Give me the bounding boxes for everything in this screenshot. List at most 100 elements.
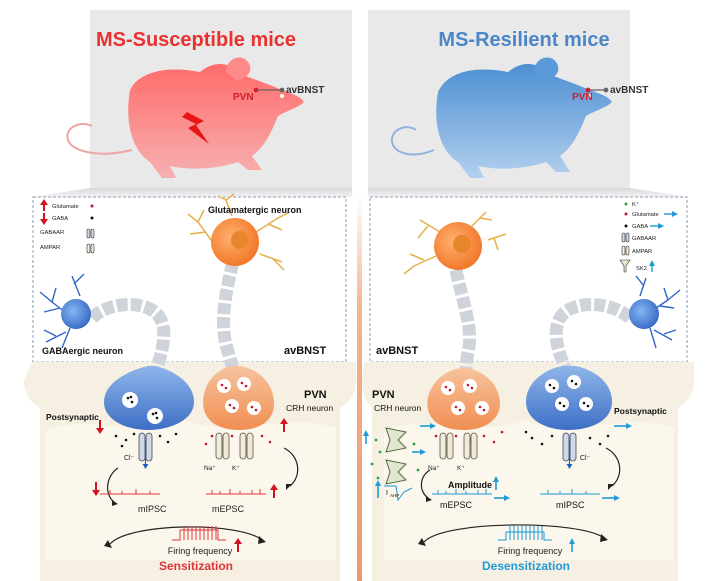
left-firing-label: Firing frequency	[168, 546, 233, 556]
right-bnst-box	[369, 196, 688, 363]
left-glu-terminal	[203, 366, 274, 430]
right-postsynaptic-membrane	[384, 420, 674, 560]
left-brain-bnst-label: avBNST	[286, 85, 324, 96]
left-gabaergic-label: GABAergic neuron	[42, 346, 123, 356]
left-legend-gaba: GABA	[52, 216, 68, 222]
left-gabaergic-neuron	[39, 273, 91, 349]
right-glu-axon-shaft	[449, 268, 477, 375]
left-outcome-label: Sensitization	[159, 559, 233, 573]
left-gaba-terminal	[104, 366, 194, 430]
right-mepsc-right-arrow	[494, 495, 510, 501]
right-glu-axon	[449, 268, 477, 375]
right-title: MS-Resilient mice	[438, 29, 609, 51]
right-trapezoid	[368, 188, 688, 197]
right-brain-bnst-label: avBNST	[610, 85, 648, 96]
left-mepsc-trace	[206, 489, 266, 495]
left-glutamatergic-neuron	[187, 193, 291, 271]
left-trapezoid	[32, 188, 352, 197]
left-postsynaptic-membrane	[46, 420, 336, 560]
panel-divider	[357, 196, 362, 581]
left-mepsc-loop-arrow	[283, 447, 299, 487]
sk2-channel-1	[385, 427, 408, 453]
left-gaba-vesicle-1	[122, 392, 138, 408]
left-legend: Glutamate GABA GABAAR AMPAR	[40, 204, 95, 254]
right-change-arrows	[420, 423, 632, 552]
left-gaba-bouton	[104, 366, 194, 430]
right-mipsc-right-arrow	[602, 495, 620, 501]
right-pvn-dot	[585, 87, 591, 93]
right-cl-label: Cl⁻	[580, 455, 591, 462]
right-gabaar-receptor	[562, 432, 577, 469]
left-glu-axon-shaft	[217, 260, 241, 375]
right-firing-up-arrow	[569, 538, 575, 552]
right-legend-gaba: GABA	[632, 224, 648, 230]
left-glutamatergic-label: Glutamatergic neuron	[208, 205, 302, 215]
right-released-gaba	[524, 430, 610, 446]
left-pvn-dot	[253, 87, 259, 93]
left-na-label: Na⁺	[204, 465, 216, 472]
right-mipsc-label: mIPSC	[556, 500, 585, 510]
left-bnst-dot	[279, 87, 285, 93]
gaba-down-arrow	[96, 420, 104, 434]
left-mipsc-label: mIPSC	[138, 504, 167, 514]
left-glu-nucleus	[231, 231, 249, 249]
lightning-bolt-icon	[182, 112, 209, 144]
left-legend-glutamate: Glutamate	[52, 204, 79, 210]
right-gaba-axon-shaft	[549, 298, 635, 373]
right-gaba-dendrites	[635, 275, 681, 349]
left-mouse-tail	[66, 122, 133, 155]
left-legend-gabaar: GABAAR	[40, 230, 64, 236]
left-k-label: K⁺	[232, 465, 240, 472]
resilient-mouse-illustration: PVN avBNST	[390, 57, 648, 178]
left-change-arrows	[40, 199, 288, 552]
right-ampar-receptors	[439, 432, 478, 460]
right-pvn-region-label: PVN	[372, 389, 395, 401]
right-bnst-dot	[603, 87, 609, 93]
left-legend-ampar: AMPAR	[40, 245, 60, 251]
mepsc-up-arrow	[270, 484, 278, 498]
right-gaba-soma	[629, 299, 659, 329]
left-glu-axon	[217, 260, 241, 375]
left-gabaar-receptor	[138, 432, 153, 469]
left-mepsc-label: mEPSC	[212, 504, 245, 514]
left-postsynaptic-label: Postsynaptic	[46, 412, 99, 422]
legend-glutamate-up-arrow	[40, 199, 48, 211]
right-crh-label: CRH neuron	[374, 403, 422, 413]
right-glu-terminal	[427, 368, 500, 430]
left-glu-dendrites	[187, 193, 291, 271]
right-mipsc-trace	[540, 489, 600, 495]
left-pvn-region-label: PVN	[304, 389, 327, 401]
right-legend: K⁺ Glutamate GABA GABAAR AMPAR SK2	[619, 201, 678, 273]
left-released-gaba	[114, 432, 178, 448]
left-ampar-receptors	[215, 432, 254, 460]
right-mouse-tail	[390, 126, 435, 156]
right-na-label: Na⁺	[428, 465, 440, 472]
right-glutamatergic-neuron	[403, 211, 507, 275]
left-glu-vesicle-2	[237, 377, 251, 391]
right-firing-arc	[423, 524, 605, 543]
left-gaba-soma	[61, 299, 91, 329]
right-amplitude-up-arrow	[493, 476, 499, 490]
left-crh-label: CRH neuron	[286, 403, 334, 413]
susceptible-mouse-illustration: PVN avBNST	[66, 57, 324, 178]
right-mepsc-label: mEPSC	[440, 500, 473, 510]
right-glu-right-arrow	[420, 423, 436, 429]
left-bnst-box	[32, 196, 347, 363]
left-mipsc-trace	[100, 489, 160, 495]
left-mouse-eye	[280, 94, 284, 98]
right-mouse-body	[436, 63, 612, 178]
right-gaba-right-arrow	[614, 423, 632, 429]
firing-up-arrow	[234, 538, 242, 552]
right-legend-ampar: AMPAR	[632, 249, 652, 255]
right-mepsc-loop-arrow	[420, 469, 431, 499]
right-mouse-eye	[588, 94, 592, 98]
right-firing-label: Firing frequency	[498, 546, 563, 556]
right-legend-k: K⁺	[632, 201, 639, 208]
left-cl-label: Cl⁻	[124, 455, 135, 462]
right-gabaergic-neuron	[629, 275, 681, 349]
right-iahp-label: I	[386, 490, 388, 497]
left-firing-arc	[109, 526, 263, 545]
left-brain-pvn-label: PVN	[233, 92, 254, 103]
